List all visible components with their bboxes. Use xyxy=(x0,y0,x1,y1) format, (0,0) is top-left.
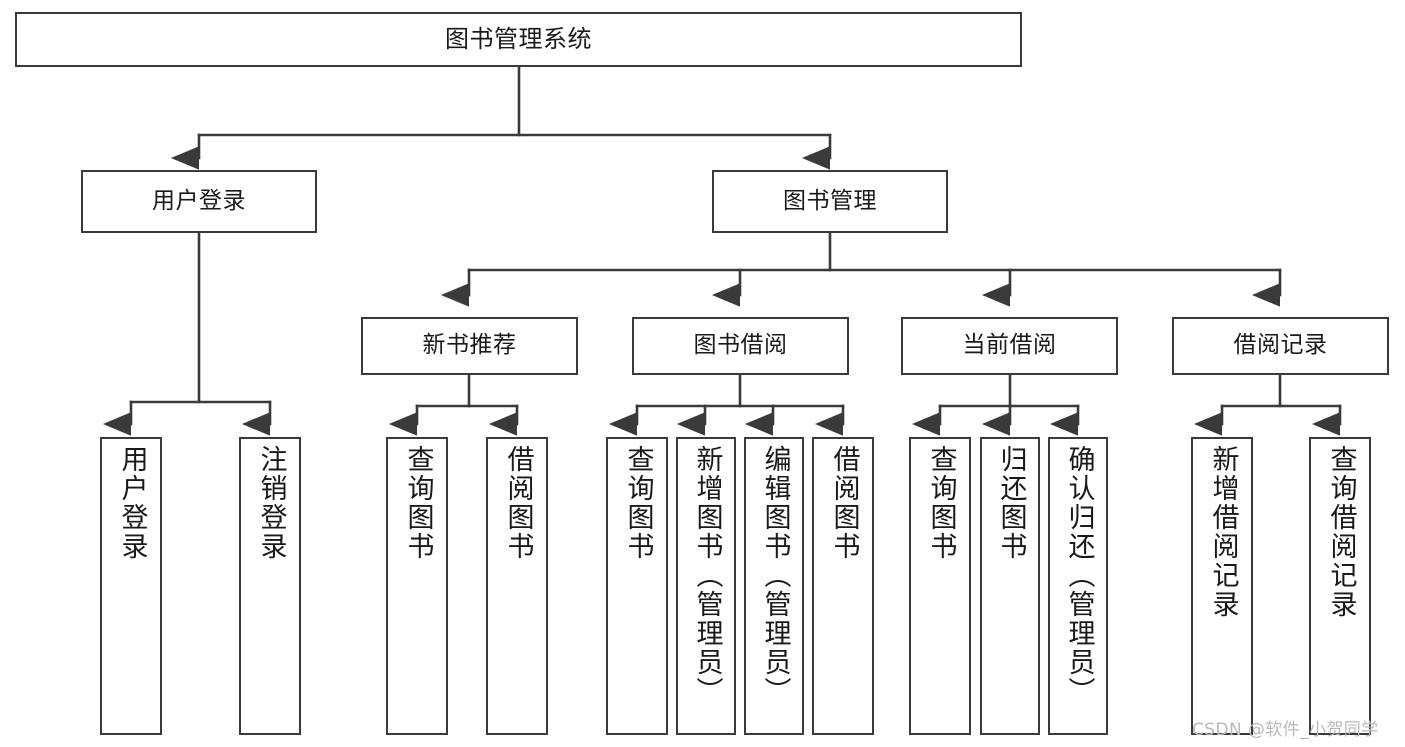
node-leaf-borrow-book-2[interactable]: 借阅图书 xyxy=(812,437,874,735)
node-leaf-add-record[interactable]: 新增借阅记录 xyxy=(1191,437,1253,735)
node-leaf-confirm-return[interactable]: 确认归还（管理员） xyxy=(1048,437,1108,735)
node-leaf-user-login[interactable]: 用户登录 xyxy=(100,437,162,735)
node-book-borrow[interactable]: 图书借阅 xyxy=(632,317,849,375)
node-label: 图书借阅 xyxy=(693,332,788,359)
node-label: 图书管理系统 xyxy=(445,25,592,54)
node-leaf-query-book-2[interactable]: 查询图书 xyxy=(606,437,668,735)
node-label: 新书推荐 xyxy=(422,332,517,359)
node-leaf-borrow-book-1[interactable]: 借阅图书 xyxy=(486,437,548,735)
node-label: 查询图书 xyxy=(402,445,434,561)
node-leaf-query-book-1[interactable]: 查询图书 xyxy=(386,437,448,735)
node-label: 借阅记录 xyxy=(1233,332,1328,359)
node-leaf-query-record[interactable]: 查询借阅记录 xyxy=(1309,437,1371,735)
node-label: 查询图书 xyxy=(622,445,654,561)
node-label: 确认归还（管理员） xyxy=(1063,445,1095,706)
node-user-login[interactable]: 用户登录 xyxy=(81,170,317,233)
node-label: 编辑图书（管理员） xyxy=(759,445,791,706)
node-leaf-add-book[interactable]: 新增图书（管理员） xyxy=(676,437,736,735)
node-label: 查询借阅记录 xyxy=(1325,445,1357,619)
node-new-book-recommend[interactable]: 新书推荐 xyxy=(361,317,578,375)
node-label: 新增图书（管理员） xyxy=(691,445,723,706)
node-book-management[interactable]: 图书管理 xyxy=(712,170,948,233)
node-label: 借阅图书 xyxy=(828,445,860,561)
node-label: 用户登录 xyxy=(152,187,246,214)
node-current-borrow[interactable]: 当前借阅 xyxy=(901,317,1118,375)
watermark-csdn: CSDN @软件_小贺同学 xyxy=(1192,720,1379,740)
node-leaf-edit-book[interactable]: 编辑图书（管理员） xyxy=(744,437,804,735)
node-label: 注销登录 xyxy=(255,445,287,561)
node-leaf-logout-login[interactable]: 注销登录 xyxy=(239,437,301,735)
node-label: 用户登录 xyxy=(116,445,148,561)
node-leaf-query-book-3[interactable]: 查询图书 xyxy=(909,437,971,735)
node-label: 当前借阅 xyxy=(962,332,1057,359)
node-label: 查询图书 xyxy=(925,445,957,561)
node-label: 图书管理 xyxy=(783,187,877,214)
node-borrow-record[interactable]: 借阅记录 xyxy=(1172,317,1389,375)
node-leaf-return-book[interactable]: 归还图书 xyxy=(980,437,1040,735)
node-label: 新增借阅记录 xyxy=(1207,445,1239,619)
node-label: 借阅图书 xyxy=(502,445,534,561)
node-root-book-management-system[interactable]: 图书管理系统 xyxy=(15,12,1022,67)
node-label: 归还图书 xyxy=(995,445,1027,561)
